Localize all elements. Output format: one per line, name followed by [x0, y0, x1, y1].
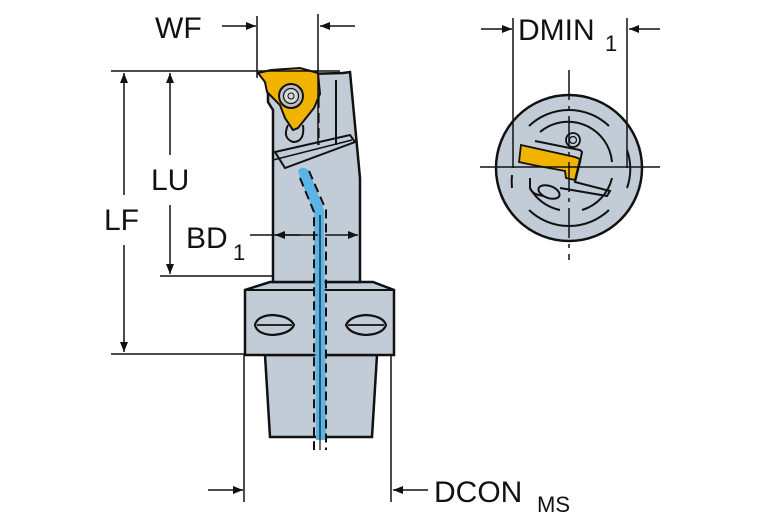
labels: WF LU LF BD 1 DMIN 1 DCON MS — [104, 12, 617, 517]
label-wf: WF — [155, 12, 202, 45]
end-view-coolant-port — [537, 184, 561, 200]
label-lf: LF — [104, 204, 139, 237]
label-bd-subscript: 1 — [233, 240, 245, 265]
label-dcon-subscript: MS — [537, 492, 570, 517]
end-view-inner-arc-1 — [539, 120, 613, 163]
head-step — [272, 139, 353, 161]
side-view — [243, 66, 396, 450]
screw-slot-left — [253, 313, 296, 337]
insert-seat-hole — [284, 124, 305, 144]
dimension-lines — [111, 14, 428, 502]
label-dmin: DMIN — [518, 14, 595, 47]
end-view-inner-arc-2 — [581, 177, 613, 211]
coolant-channel — [298, 167, 326, 440]
end-view — [480, 70, 660, 260]
label-dmin-subscript: 1 — [605, 31, 617, 56]
end-view-ring-arc-2 — [626, 149, 632, 189]
head-chamfer — [273, 133, 357, 170]
label-dcon: DCON — [434, 476, 522, 509]
insert-screw-inner — [282, 87, 300, 105]
dmin-dimension — [481, 18, 660, 168]
label-lu: LU — [151, 164, 189, 197]
screw-slot-right — [344, 313, 388, 337]
insert-screw-torx — [287, 92, 295, 100]
end-view-screw — [565, 132, 581, 148]
coolant-dash-left — [299, 177, 315, 450]
label-bd: BD — [186, 222, 228, 255]
end-view-insert — [518, 143, 582, 182]
coolant-dash-right — [308, 170, 327, 450]
